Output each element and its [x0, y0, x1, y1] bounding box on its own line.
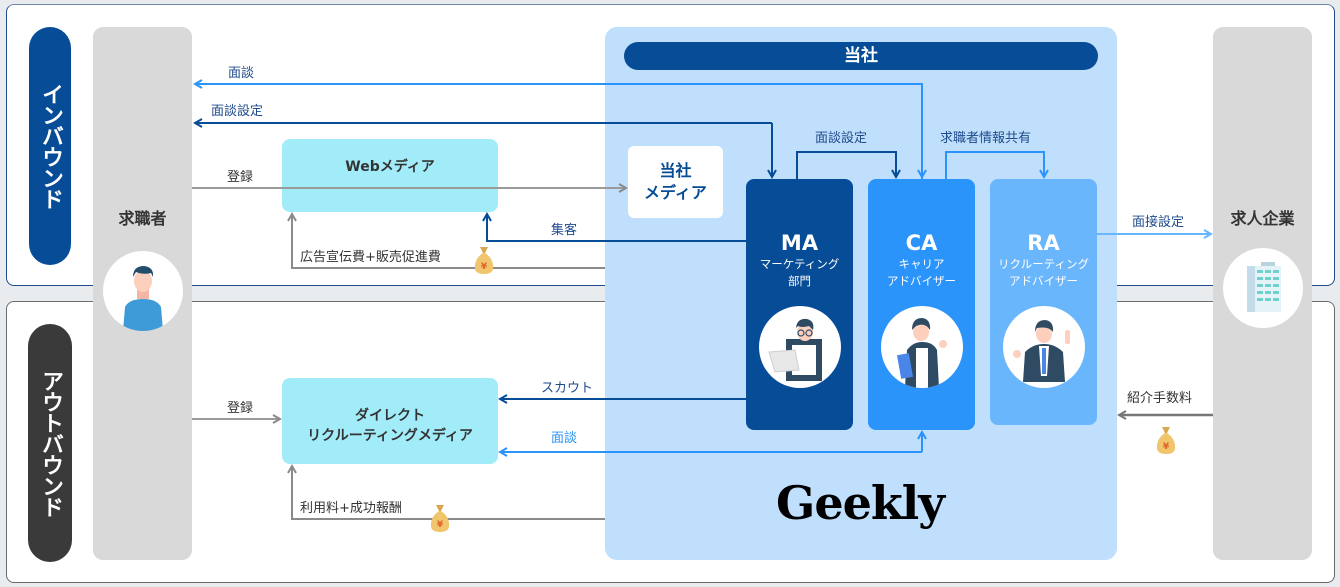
dept-ra-abbr: RA	[1027, 231, 1060, 255]
dept-ra-desc-1: リクルーティング	[998, 257, 1089, 271]
dept-ma-abbr: MA	[780, 231, 819, 255]
money-bag-icon: ¥	[430, 505, 450, 532]
arrow-usage-fee	[292, 466, 605, 520]
svg-text:¥: ¥	[1163, 442, 1170, 452]
dept-ma-desc-2: 部門	[788, 274, 811, 288]
label-scout: スカウト	[541, 381, 594, 396]
own-media-line-2: メディア	[644, 183, 707, 202]
label-attract: 集客	[551, 223, 578, 238]
hiring-company-column: 求人企業	[1213, 27, 1312, 560]
career-advisor-avatar-icon	[881, 306, 963, 388]
direct-media-line-1: ダイレクト	[355, 408, 425, 424]
job-seeker-avatar-icon	[103, 251, 183, 331]
label-interview-setup: 面談設定	[211, 104, 264, 119]
svg-text:¥: ¥	[481, 262, 488, 272]
dept-ca-desc-2: アドバイザー	[887, 274, 956, 288]
dept-ca-abbr: CA	[905, 231, 938, 255]
hiring-company-title: 求人企業	[1230, 209, 1295, 228]
label-referral-fee: 紹介手数料	[1127, 391, 1193, 406]
label-ad-cost: 広告宣伝費+販売促進費	[300, 250, 441, 265]
dept-ra-desc-2: アドバイザー	[1009, 274, 1078, 288]
direct-media-line-2: リクルーティングメディア	[307, 428, 473, 444]
dept-ma: MA マーケティング 部門	[746, 179, 853, 430]
outbound-label: アウトバウンド	[28, 324, 72, 562]
dept-ca-desc-1: キャリア	[898, 257, 945, 271]
dept-ca: CA キャリア アドバイザー	[868, 179, 975, 430]
money-bag-icon: ¥	[474, 247, 494, 274]
label-seeker-info-share: 求職者情報共有	[940, 131, 1032, 146]
dept-ma-desc-1: マーケティング	[759, 257, 840, 271]
inbound-label: インバウンド	[29, 27, 71, 265]
label-interview: 面談	[228, 66, 255, 81]
label-register-inbound: 登録	[227, 170, 254, 185]
company-header: 当社	[624, 42, 1098, 70]
direct-recruiting-media-box: ダイレクト リクルーティングメディア	[282, 378, 498, 464]
job-seeker-title: 求職者	[118, 209, 167, 228]
building-icon	[1223, 248, 1303, 328]
marketer-avatar-icon	[759, 306, 841, 388]
arrow-attract	[487, 214, 746, 242]
web-media-label: Webメディア	[345, 159, 435, 175]
arrow-internal-interview-setup	[796, 151, 896, 179]
label-internal-interview-setup: 面談設定	[815, 131, 868, 146]
arrow-seeker-info-share	[945, 151, 1044, 179]
svg-text:¥: ¥	[437, 520, 444, 530]
dept-ra: RA リクルーティング アドバイザー	[990, 179, 1097, 425]
arrow-ad-cost	[292, 214, 605, 269]
label-interview-outbound: 面談	[551, 431, 578, 446]
geekly-logo: Geekly	[776, 476, 945, 530]
label-usage-fee: 利用料+成功報酬	[300, 501, 402, 516]
own-media-line-1: 当社	[659, 161, 692, 180]
arrow-interview-inbound	[195, 84, 923, 179]
job-seeker-column: 求職者	[93, 27, 192, 560]
own-media-box: 当社 メディア	[628, 146, 723, 218]
label-job-interview-setup: 面接設定	[1132, 215, 1185, 230]
money-bag-icon: ¥	[1156, 427, 1176, 454]
web-media-box: Webメディア	[282, 139, 498, 212]
label-register-outbound: 登録	[227, 401, 254, 416]
recruiting-advisor-avatar-icon	[1003, 306, 1085, 388]
